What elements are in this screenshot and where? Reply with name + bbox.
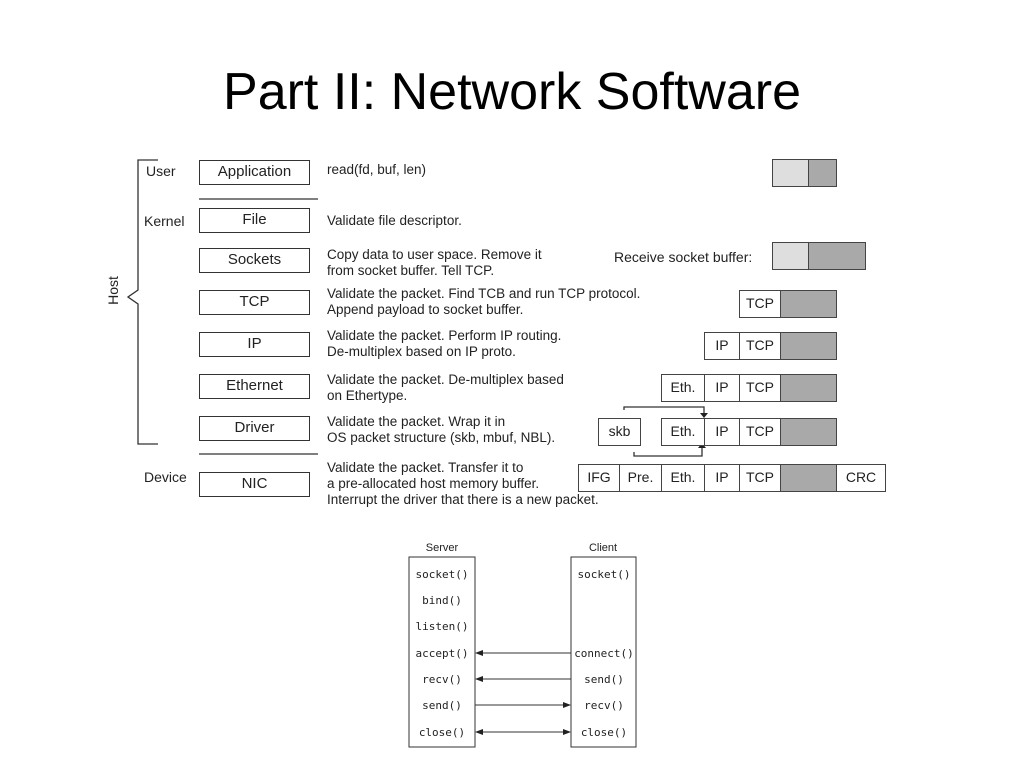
layer-ethernet: Ethernet	[199, 374, 310, 399]
tcp-row-tcp-header: TCP	[739, 290, 781, 318]
layer-ip: IP	[199, 332, 310, 357]
desc-application: read(fd, buf, len)	[327, 162, 427, 177]
ip-row-ip-header: IP	[704, 332, 740, 360]
group-label-device: Device	[144, 469, 187, 485]
layer-application: Application	[199, 160, 310, 185]
socket-buffer-payload	[808, 242, 866, 270]
slide-title: Part II: Network Software	[223, 63, 801, 121]
app-buffer-empty	[772, 159, 809, 187]
layer-nic: NIC	[199, 472, 310, 497]
eth-row-eth-header: Eth.	[661, 374, 705, 402]
nic-row-eth-header: Eth.	[661, 464, 705, 492]
driver-row-payload	[780, 418, 837, 446]
eth-row-tcp-header: TCP	[739, 374, 781, 402]
group-label-user: User	[146, 163, 176, 179]
client-title: Client	[589, 542, 617, 554]
client-box	[570, 556, 637, 748]
server-title: Server	[426, 542, 459, 554]
ip-row-payload	[780, 332, 837, 360]
client-call-socket: socket()	[578, 568, 631, 581]
client-call-recv: recv()	[584, 699, 624, 712]
socket-buffer-empty	[772, 242, 809, 270]
server-call-bind: bind()	[422, 594, 462, 607]
client-call-connect: connect()	[574, 647, 634, 660]
eth-row-payload	[780, 374, 837, 402]
nic-row-preamble: Pre.	[619, 464, 662, 492]
desc-file: Validate file descriptor.	[327, 213, 462, 228]
desc-ip: Validate the packet. Perform IP routing.…	[327, 328, 562, 359]
app-buffer-payload	[808, 159, 837, 187]
server-call-send: send()	[422, 699, 462, 712]
client-call-close: close()	[581, 726, 627, 739]
server-call-socket: socket()	[416, 568, 469, 581]
nic-row-tcp-header: TCP	[739, 464, 781, 492]
server-call-accept: accept()	[416, 647, 469, 660]
server-call-listen: listen()	[416, 620, 469, 633]
receive-buffer-label: Receive socket buffer:	[614, 249, 753, 265]
layer-file: File	[199, 208, 310, 233]
layer-driver: Driver	[199, 416, 310, 441]
server-box	[408, 556, 476, 748]
nic-row-crc: CRC	[836, 464, 886, 492]
layer-tcp: TCP	[199, 290, 310, 315]
group-label-kernel: Kernel	[144, 213, 185, 229]
layer-sockets: Sockets	[199, 248, 310, 273]
driver-row-skb: skb	[598, 418, 641, 446]
client-call-send: send()	[584, 673, 624, 686]
driver-row-eth-header: Eth.	[661, 418, 705, 446]
nic-row-ip-header: IP	[704, 464, 740, 492]
nic-row-payload	[780, 464, 837, 492]
desc-tcp: Validate the packet. Find TCB and run TC…	[327, 286, 641, 317]
server-call-close: close()	[419, 726, 465, 739]
tcp-row-payload	[780, 290, 837, 318]
nic-row-ifg: IFG	[578, 464, 620, 492]
driver-row-ip-header: IP	[704, 418, 740, 446]
server-call-recv: recv()	[422, 673, 462, 686]
